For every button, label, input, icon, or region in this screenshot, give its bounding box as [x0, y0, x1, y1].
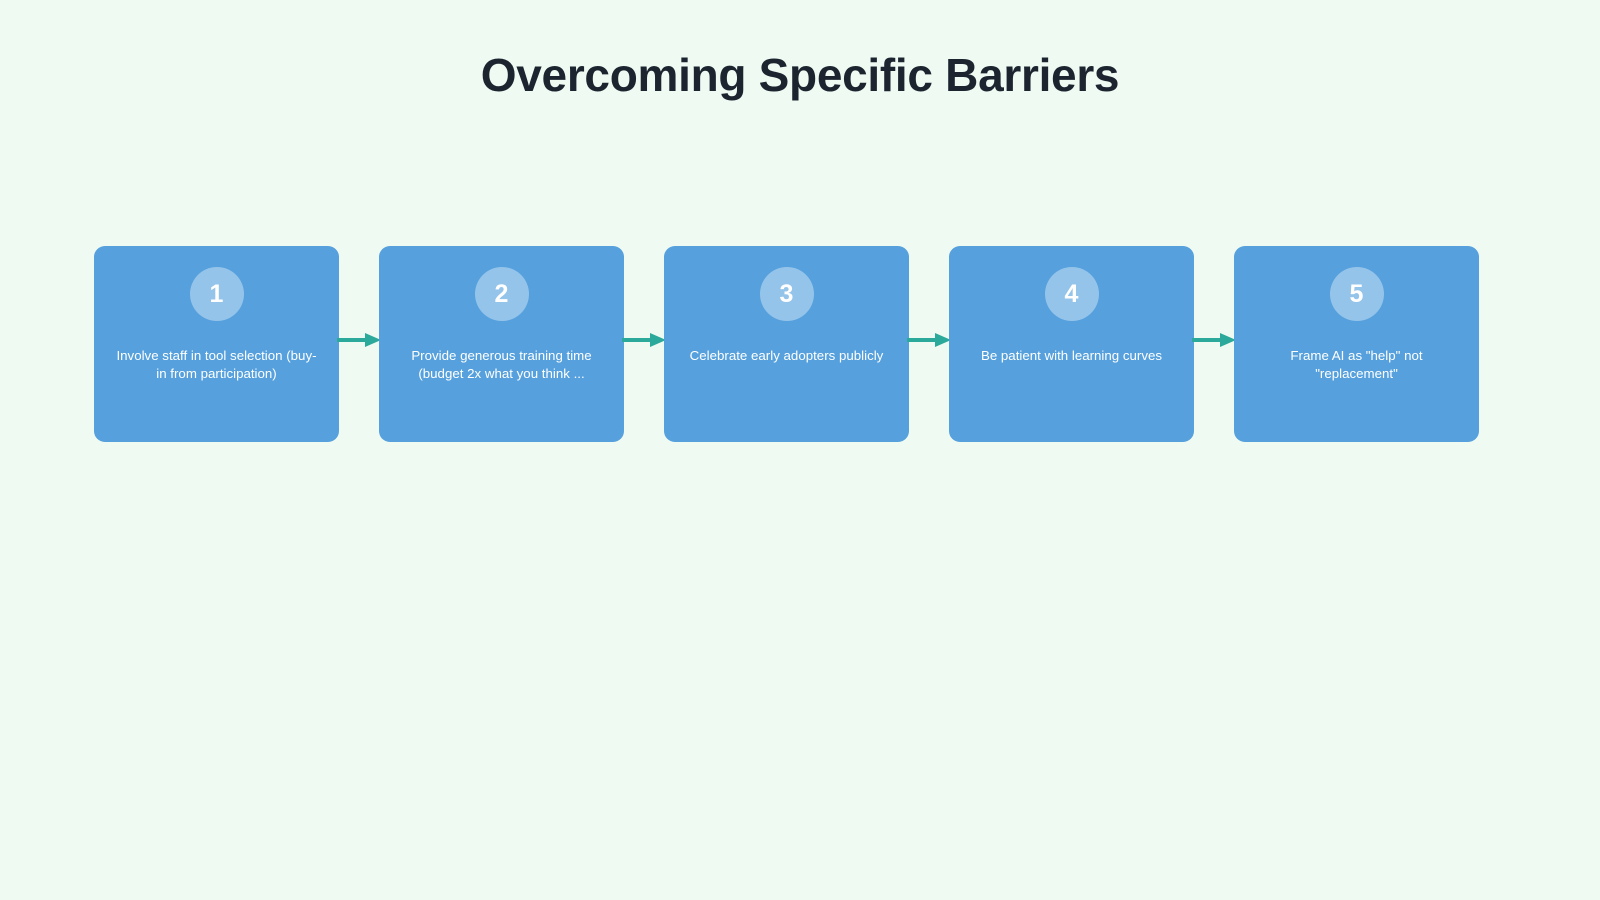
flow-step-card[interactable]: 3 Celebrate early adopters publicly [664, 246, 909, 442]
step-connector [622, 246, 666, 442]
flow-step-card[interactable]: 1 Involve staff in tool selection (buy-i… [94, 246, 339, 442]
flow-step-card[interactable]: 2 Provide generous training time (budget… [379, 246, 624, 442]
step-number: 4 [1064, 279, 1079, 308]
step-connector [907, 246, 951, 442]
step-connector [1192, 246, 1236, 442]
step-label: Celebrate early adopters publicly [689, 348, 884, 363]
step-number: 3 [779, 279, 794, 308]
arrow-right-icon [1192, 333, 1236, 347]
step-number-badge: 5 [1329, 267, 1384, 321]
arrow-right-icon [907, 333, 951, 347]
page-title: Overcoming Specific Barriers [480, 49, 1120, 101]
step-label: Provide generous training time (budget 2… [411, 348, 592, 381]
step-number-badge: 2 [474, 267, 529, 321]
step-number: 1 [209, 279, 224, 308]
step-label: Be patient with learning curves [980, 348, 1163, 363]
step-flow: 1 Involve staff in tool selection (buy-i… [94, 246, 1479, 442]
step-number-badge: 1 [189, 267, 244, 321]
arrow-right-icon [622, 333, 666, 347]
step-label: Involve staff in tool selection (buy-in … [116, 348, 317, 381]
step-number: 2 [494, 279, 509, 308]
step-number-badge: 4 [1044, 267, 1099, 321]
step-label: Frame AI as "help" not "replacement" [1290, 348, 1423, 381]
step-number: 5 [1349, 279, 1364, 308]
arrow-right-icon [337, 333, 381, 347]
flow-step-card[interactable]: 4 Be patient with learning curves [949, 246, 1194, 442]
step-number-badge: 3 [759, 267, 814, 321]
flow-step-card[interactable]: 5 Frame AI as "help" not "replacement" [1234, 246, 1479, 442]
step-connector [337, 246, 381, 442]
